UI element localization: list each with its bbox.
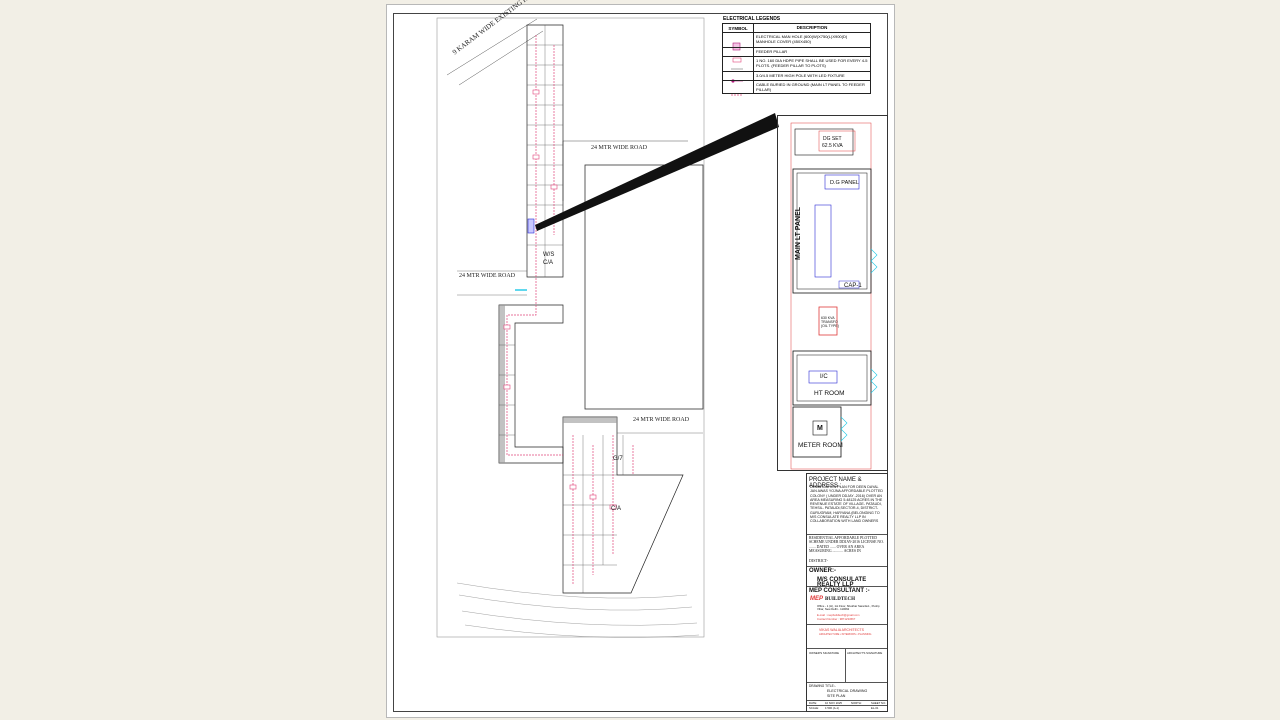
substation-detail: DG SET 62.5 KVA D.G PANEL MAIN LT PANEL … bbox=[777, 115, 888, 471]
cap-label: CAP-1 bbox=[844, 283, 862, 289]
legend-row: CABLE BURIED IN GROUND (MAIN LT PANEL TO… bbox=[723, 80, 870, 93]
dg-kva-label: 62.5 KVA bbox=[822, 143, 843, 149]
plot-strip-mid bbox=[498, 304, 564, 464]
plan-label-ca2: C/A bbox=[611, 506, 622, 512]
legend-row-desc: FEEDER PILLAR bbox=[756, 49, 788, 54]
sheet-no-value: EL-01 bbox=[871, 706, 879, 710]
tb-divider bbox=[807, 624, 887, 625]
plan-label-ws: W/S bbox=[543, 252, 555, 258]
project-text: DEMARCATION PLAN FOR DEEN DAYAL JAN AWAS… bbox=[810, 485, 883, 524]
legend-row-desc: ELECTRICAL MAN HOLE (600(W)X750(L)X900(D… bbox=[756, 34, 848, 44]
tb-divider bbox=[807, 566, 887, 567]
project-heading: PROJECT NAME & ADDRESS : bbox=[809, 477, 862, 489]
plan-label-g7: G/7 bbox=[613, 456, 623, 462]
mep-contact: Contact Number : 9871234567 bbox=[817, 617, 856, 621]
owner-name: M/S CONSULATE REALTY LLP bbox=[817, 577, 867, 588]
meter-room-label: METER ROOM bbox=[798, 442, 843, 449]
north-label: NORTH: bbox=[851, 701, 862, 705]
architect-name: VIKAS WALIA ARCHITECTS bbox=[819, 628, 864, 632]
legend-row: FEEDER PILLAR bbox=[723, 47, 870, 56]
detail-leader bbox=[535, 113, 779, 231]
legend-row-desc: CABLE BURIED IN GROUND (MAIN LT PANEL TO… bbox=[756, 82, 865, 92]
tb-divider bbox=[807, 700, 887, 701]
architect-signature-label: ARCHITECT'S SIGNATURE bbox=[847, 651, 883, 655]
scale-value: 1:500 (A-1) bbox=[825, 706, 839, 710]
date-label: DATE: bbox=[809, 701, 818, 705]
site-plan bbox=[436, 17, 878, 638]
legend-title: ELECTRICAL LEGENDS bbox=[723, 16, 781, 22]
tb-divider bbox=[807, 705, 887, 706]
road-label-bottom-right: 24 MTR WIDE ROAD bbox=[633, 417, 690, 423]
dg-panel-label: D.G PANEL bbox=[830, 180, 859, 186]
drawing-title-heading: DRAWING TITLE:- bbox=[809, 684, 836, 688]
tb-vdivider bbox=[845, 648, 846, 682]
plan-label-ca: C/A bbox=[543, 260, 554, 266]
tb-divider bbox=[807, 586, 887, 587]
sheet-no-label: SHEET NO. bbox=[871, 701, 887, 705]
legend-header-row: SYMBOL DESCRIPTION bbox=[723, 24, 870, 32]
manhole-icon bbox=[723, 33, 754, 47]
drawing-sheet: 9 KARAM WIDE EXISTING ROAD 24 MTR WIDE R… bbox=[386, 0, 895, 718]
mep-address: Office - 1 (H), 1st Floor, Shekhar Sarai… bbox=[817, 604, 880, 612]
tb-divider bbox=[807, 534, 887, 535]
date-value: 10 NOV 2025 bbox=[825, 701, 842, 705]
mep-logo: MEP bbox=[810, 596, 824, 602]
mep-heading: MEP CONSULTANT :- bbox=[809, 588, 870, 594]
ic-label: I/C bbox=[820, 374, 828, 380]
mep-email: E-mail : mepbuildtech@gmail.com bbox=[817, 613, 860, 617]
feeder-pillar-icon bbox=[723, 48, 754, 56]
drawing-title-1: ELECTRICAL DRAWING bbox=[827, 689, 868, 693]
buried-cable-icon bbox=[723, 81, 754, 93]
district-label: DISTRICT- bbox=[809, 558, 828, 563]
site-boundary bbox=[436, 17, 705, 638]
road-label-top-right: 24 MTR WIDE ROAD bbox=[591, 145, 648, 151]
legend-row: 3.0/4.5 METER HIGH POLE WITH LED FIXTURE bbox=[723, 71, 870, 80]
substation-marker bbox=[527, 218, 535, 234]
drawing-title-2: SITE PLAN bbox=[827, 694, 846, 698]
mep-name: BUILDTECH bbox=[825, 597, 856, 602]
legend-col-description: DESCRIPTION bbox=[796, 25, 828, 30]
tb-divider bbox=[807, 648, 887, 649]
architect-sub: ARCHITECTURE • INTERIORS • PLANNING bbox=[819, 633, 872, 636]
legend-row: 1 NO. 160 DIA HDPE PIPE SHALL BE USED FO… bbox=[723, 56, 870, 71]
plot-strip-upper bbox=[526, 24, 564, 278]
legend-col-symbol: SYMBOL bbox=[723, 24, 754, 32]
detail-drawing bbox=[790, 122, 878, 470]
led-pole-icon bbox=[723, 72, 754, 80]
ht-room-label: HT ROOM bbox=[814, 390, 845, 397]
residential-text: RESIDENTIAL AFFORDABLE PLOTTED SCHEME UN… bbox=[809, 536, 884, 554]
legend-row-desc: 3.0/4.5 METER HIGH POLE WITH LED FIXTURE bbox=[756, 73, 845, 78]
legend-row-desc: 1 NO. 160 DIA HDPE PIPE SHALL BE USED FO… bbox=[756, 58, 868, 68]
legend-table: SYMBOL DESCRIPTION ELECTRICAL MAN HOLE (… bbox=[722, 23, 871, 94]
tb-divider bbox=[807, 682, 887, 683]
main-lt-panel-label: MAIN LT PANEL bbox=[795, 206, 802, 260]
owner-signature-label: OWNER'S SIGNATURE bbox=[809, 651, 840, 655]
scale-label: SCALE: bbox=[809, 706, 819, 710]
road-label-middle-left: 24 MTR WIDE ROAD bbox=[459, 273, 516, 279]
transformer-label: 630 KVA TRANSFO (OIL TYPE) bbox=[821, 316, 839, 328]
dg-set-label: DG SET bbox=[823, 136, 842, 142]
hdpe-pipe-icon bbox=[723, 57, 754, 71]
legend-row: ELECTRICAL MAN HOLE (600(W)X750(L)X900(D… bbox=[723, 32, 870, 47]
owner-heading: OWNER:- bbox=[809, 568, 836, 574]
title-block: PROJECT NAME & ADDRESS : DEMARCATION PLA… bbox=[806, 473, 888, 712]
m-label: M bbox=[817, 425, 823, 432]
